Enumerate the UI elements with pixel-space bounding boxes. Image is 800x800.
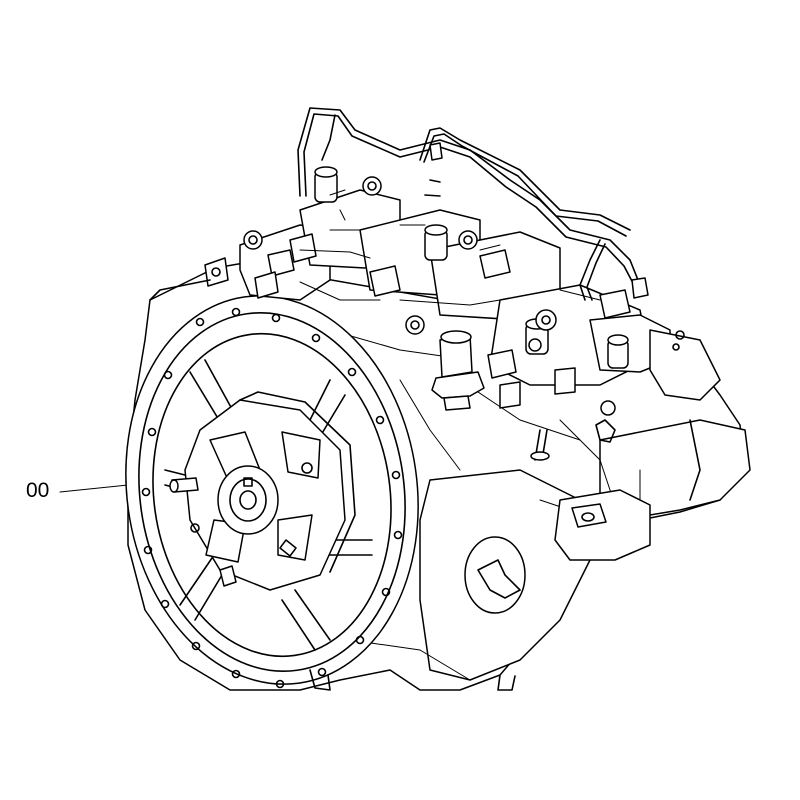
pressure-port-fitting <box>431 330 485 411</box>
flange-bolt-holes <box>141 307 403 689</box>
part-number-callout: 00 <box>26 479 50 502</box>
pilot-tubes <box>297 107 649 461</box>
coupling-hub <box>169 391 356 591</box>
mounting-lugs <box>149 257 279 301</box>
outlet-port-block <box>554 329 721 561</box>
housing-feet <box>309 669 516 691</box>
control-valve-assembly <box>239 166 671 416</box>
callout-leader-line <box>59 483 139 493</box>
